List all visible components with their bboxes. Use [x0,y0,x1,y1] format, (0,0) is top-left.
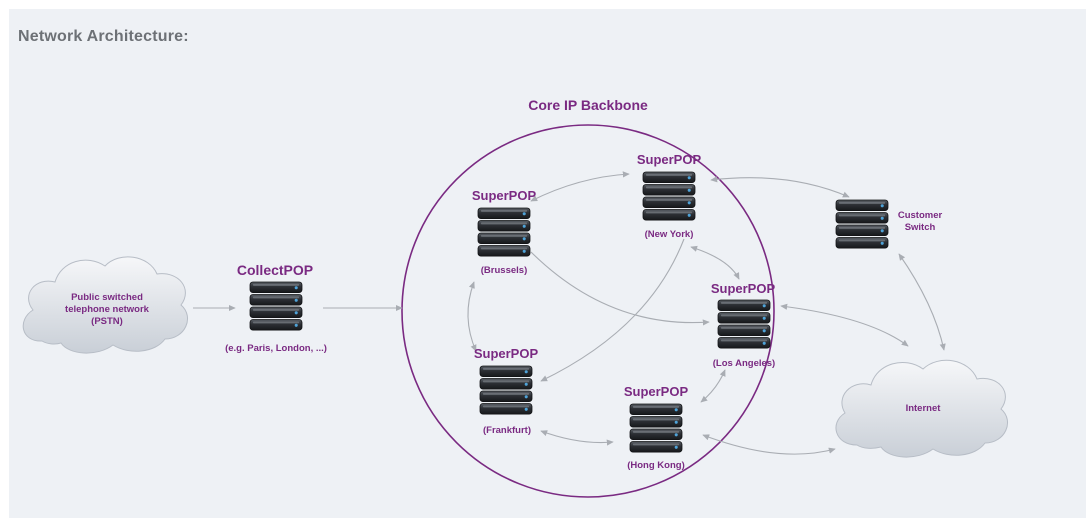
internet-label: Internet [906,403,942,414]
collectpop-caption: (e.g. Paris, London, ...) [225,343,327,354]
collectpop-title: CollectPOP [237,262,313,278]
link-customerswitch-internet [898,253,946,351]
customer-switch-label-line1: Customer [898,210,943,221]
link-frankfurt-hongkong [540,430,614,446]
link-newyork-losangeles [690,245,740,280]
link-newyork-customerswitch [710,176,850,198]
superpop-brussels: SuperPOP (Brussels) [472,188,537,276]
superpop-caption: (Hong Kong) [627,460,685,471]
superpop-title: SuperPOP [711,281,776,296]
cloud-icon [22,256,188,354]
server-stack-icon [629,403,683,453]
collectpop-node: CollectPOP (e.g. Paris, London, ...) [225,262,327,354]
customer-switch-label-line2: Switch [905,222,936,233]
cloud-icon [835,359,1008,458]
page-title: Network Architecture: [18,28,189,45]
superpop-new-york: SuperPOP (New York) [637,152,702,240]
superpop-title: SuperPOP [637,152,702,167]
link-hongkong-internet [702,434,836,455]
server-stack-icon [717,299,771,349]
internet-cloud: Internet [835,359,1008,458]
server-stack-icon [479,365,533,415]
superpop-caption: (Los Angeles) [713,358,775,369]
network-links [193,171,946,455]
server-stack-icon [642,171,696,221]
network-architecture-diagram: Core IP Backbone Public switched telepho… [22,97,1008,498]
server-stack-icon [835,199,889,249]
core-backbone-circle [401,124,775,498]
backbone-title: Core IP Backbone [528,97,648,113]
customer-switch-node: Customer Switch [835,199,943,249]
superpop-caption: (Frankfurt) [483,425,531,436]
superpop-hong-kong: SuperPOP (Hong Kong) [624,384,689,471]
superpop-title: SuperPOP [472,188,537,203]
link-brussels-frankfurt [467,281,477,352]
superpop-los-angeles: SuperPOP (Los Angeles) [711,281,776,369]
pstn-label-line2: telephone network [65,304,150,315]
superpop-title: SuperPOP [474,346,539,361]
superpop-title: SuperPOP [624,384,689,399]
link-newyork-frankfurt [540,238,685,382]
link-losangeles-internet [780,303,909,347]
link-hongkong-losangeles [700,369,726,403]
pstn-label-line3: (PSTN) [91,316,123,327]
link-brussels-newyork [530,171,630,202]
superpop-caption: (Brussels) [481,265,527,276]
diagram-canvas: Network Architecture: [9,9,1086,518]
superpop-frankfurt: SuperPOP (Frankfurt) [474,346,539,436]
pstn-label-line1: Public switched [71,292,143,303]
superpop-caption: (New York) [645,229,694,240]
server-stack-icon [249,281,303,331]
link-brussels-losangeles [530,251,710,326]
pstn-cloud: Public switched telephone network (PSTN) [22,256,188,354]
server-stack-icon [477,207,531,257]
